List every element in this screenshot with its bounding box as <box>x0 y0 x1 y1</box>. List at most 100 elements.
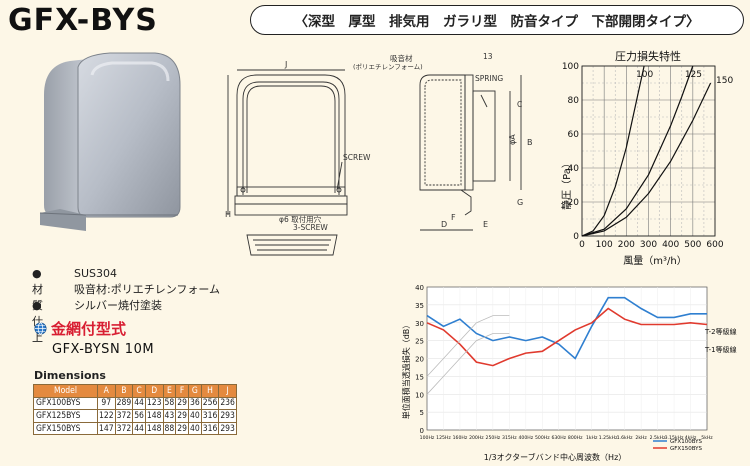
dim-cell: 29 <box>175 409 189 423</box>
dim-cell: 36 <box>187 396 202 411</box>
x-tick-label: 2kHz <box>635 435 647 441</box>
legend-label: GFX100BYS <box>670 439 703 445</box>
dim-cell: 29 <box>175 396 189 411</box>
chart1-ylabel: 静圧（Pa） <box>560 158 573 210</box>
dim-cell: 40 <box>187 409 202 423</box>
spec-key: ●仕上 <box>32 299 43 344</box>
x-tick-label: 400 <box>662 240 679 250</box>
x-tick-label: 2.5kHz <box>650 435 666 441</box>
t2-label: T-2等級線 <box>704 327 737 336</box>
y-tick-label: 80 <box>568 96 580 106</box>
x-tick-label: 1.6kHz <box>617 435 633 441</box>
spec-value: SUS304 <box>74 267 118 280</box>
x-tick-label: 250Hz <box>486 435 501 441</box>
spec-value: シルバー焼付塗装 <box>74 299 162 312</box>
page-title: GFX-BYS <box>8 3 158 38</box>
dim-cell: 148 <box>144 409 164 423</box>
x-tick-label: 100 <box>596 240 613 250</box>
dim-header-j: J <box>218 384 237 398</box>
spec-value: 吸音材:ポリエチレンフォーム <box>74 283 221 296</box>
dim-cell: 236 <box>218 396 237 411</box>
dim-cell: 58 <box>162 396 177 411</box>
model-cell: GFX150BYS <box>33 421 98 436</box>
spring-label: SPRING <box>475 74 503 83</box>
product-photo <box>39 52 181 231</box>
dim-j-label: J <box>284 60 287 69</box>
series-line-0 <box>426 296 707 360</box>
x-tick-label: 3.15kHz <box>665 435 684 441</box>
dim-g-label: G <box>517 198 523 207</box>
dim-cell: 43 <box>162 409 177 423</box>
x-tick-label: 200Hz <box>469 435 484 441</box>
dim-cell: 147 <box>97 421 116 436</box>
x-tick-label: 315Hz <box>502 435 517 441</box>
x-tick-label: 0 <box>579 240 585 250</box>
y-tick-label: 0 <box>573 232 579 242</box>
model-cell: GFX125BYS <box>33 409 98 423</box>
y-tick-label: 0 <box>420 427 424 435</box>
x-tick-label: 160Hz <box>453 435 468 441</box>
x-tick-label: 500 <box>684 240 701 250</box>
series-line-1 <box>426 307 708 367</box>
dim-header-c: C <box>132 384 146 398</box>
hole-label: φ6 取付用穴 <box>279 214 322 224</box>
dim-b-label: B <box>527 138 533 147</box>
dim-header-h: H <box>200 384 220 398</box>
chart1-title: 圧力損失特性 <box>615 49 681 63</box>
dim-13-label: 13 <box>483 52 493 61</box>
y-tick-label: 20 <box>568 198 580 208</box>
dimensions-caption: Dimensions <box>34 369 106 382</box>
dim-header-model: Model <box>33 384 98 398</box>
y-tick-label: 30 <box>415 320 424 328</box>
chart2-ylabel: 単位面積当透過損失（dB） <box>401 321 411 420</box>
series-label-150: 150 <box>716 76 733 86</box>
feature-tags: 〈深型 厚型 排気用 ガラリ型 防音タイプ 下部開閉タイプ〉 <box>250 5 744 35</box>
dim-cell: 372 <box>114 421 134 436</box>
series-label-100: 100 <box>636 70 653 80</box>
x-tick-label: 400Hz <box>519 435 534 441</box>
option-label: 金網付型式 <box>51 320 127 338</box>
dim-cell: 56 <box>132 409 146 423</box>
x-tick-label: 500Hz <box>535 435 550 441</box>
absorb-label: 吸音材 <box>390 53 413 63</box>
dim-cell: 148 <box>144 421 164 436</box>
dim-cell: 316 <box>200 421 220 436</box>
screw-label: SCREW <box>343 153 371 162</box>
x-tick-label: 4kHz <box>685 435 697 441</box>
x-tick-label: 630Hz <box>551 435 566 441</box>
dim-cell: 44 <box>132 421 146 436</box>
series-label-125: 125 <box>685 70 702 80</box>
x-tick-label: 100Hz <box>420 435 435 441</box>
chart2-xlabel: 1/3オクターブバンド中心周波数（Hz） <box>484 452 627 462</box>
y-tick-label: 60 <box>568 130 580 140</box>
y-tick-label: 100 <box>562 62 579 72</box>
series-line-125 <box>581 65 694 237</box>
dim-e-label: E <box>483 220 488 229</box>
dim-cell: 372 <box>114 409 134 423</box>
dim-header-b: B <box>114 384 134 398</box>
dim-cell: 40 <box>187 421 202 436</box>
y-tick-label: 40 <box>568 164 580 174</box>
dim-header-g: G <box>187 384 202 398</box>
legend-label: GFX150BYS <box>670 446 703 452</box>
x-tick-label: 5kHz <box>701 435 713 441</box>
dim-cell: 97 <box>97 396 116 411</box>
dim-cell: 289 <box>114 396 134 411</box>
dim-cell: 256 <box>200 396 220 411</box>
dim-cell: 293 <box>218 421 237 436</box>
absorb-sub-label: (ポリエチレンフォーム) <box>353 63 423 71</box>
x-tick-label: 300 <box>640 240 657 250</box>
dim-header-f: F <box>175 384 189 398</box>
dim-cell: 88 <box>162 421 177 436</box>
dim-cell: 293 <box>218 409 237 423</box>
dim-header-e: E <box>162 384 177 398</box>
y-tick-label: 15 <box>415 373 424 381</box>
dim-cell: 123 <box>144 396 164 411</box>
t1-label: T-1等級線 <box>704 345 737 354</box>
x-tick-label: 1.25kHz <box>599 435 618 441</box>
series-line-2 <box>426 315 510 377</box>
